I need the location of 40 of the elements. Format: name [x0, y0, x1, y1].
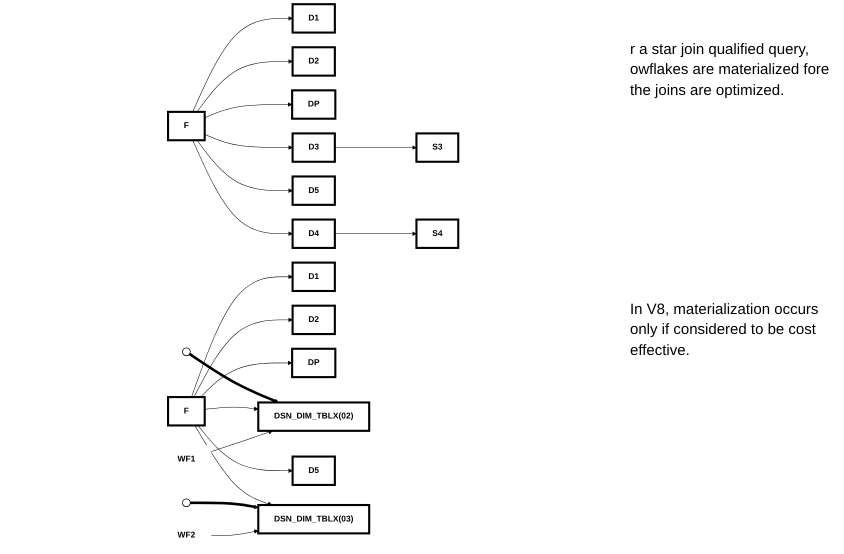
arrow [194, 318, 293, 398]
node-box: D1 [292, 3, 336, 34]
arrow [200, 360, 292, 398]
arrow [204, 406, 258, 412]
arrow [210, 430, 273, 452]
arrow [204, 102, 292, 118]
node-box: DSN_DIM_TBLX(02) [257, 401, 370, 432]
node-box: D2 [292, 304, 336, 336]
arrow [191, 274, 293, 398]
arrow [204, 134, 293, 150]
arrow [190, 501, 258, 510]
node-box: D3 [292, 132, 336, 163]
arrow [188, 352, 280, 404]
node-box: D5 [292, 456, 336, 486]
node-ellipse [182, 498, 191, 508]
node-box: S4 [415, 218, 460, 249]
node-box: F [167, 396, 206, 426]
arrow [192, 140, 293, 236]
node-ellipse [182, 347, 191, 356]
node-box: D1 [292, 262, 336, 292]
arrow [334, 145, 417, 150]
node-box: DSN_DIM_TBLX(03) [257, 504, 370, 534]
node-text: WF2 [178, 530, 196, 540]
node-box: D2 [292, 46, 336, 77]
arrow [198, 425, 293, 474]
arrow [192, 16, 293, 112]
node-box: D5 [292, 175, 336, 206]
node-box: DP [291, 348, 336, 378]
arrow [196, 59, 293, 112]
node-box: DP [291, 89, 336, 120]
note-text: r a star join qualified query, owflakes are materialized fore the joins are optimized. [630, 40, 830, 100]
note-text: In V8, materialization occurs only if considered to be cost effective. [630, 300, 820, 360]
node-box: S3 [415, 132, 460, 163]
arrow [334, 231, 417, 236]
node-box: D4 [292, 218, 336, 249]
arrow [194, 425, 272, 506]
node-box: F [167, 110, 206, 142]
arrow [196, 140, 293, 193]
node-text: WF1 [178, 454, 196, 464]
arrow [210, 529, 258, 536]
